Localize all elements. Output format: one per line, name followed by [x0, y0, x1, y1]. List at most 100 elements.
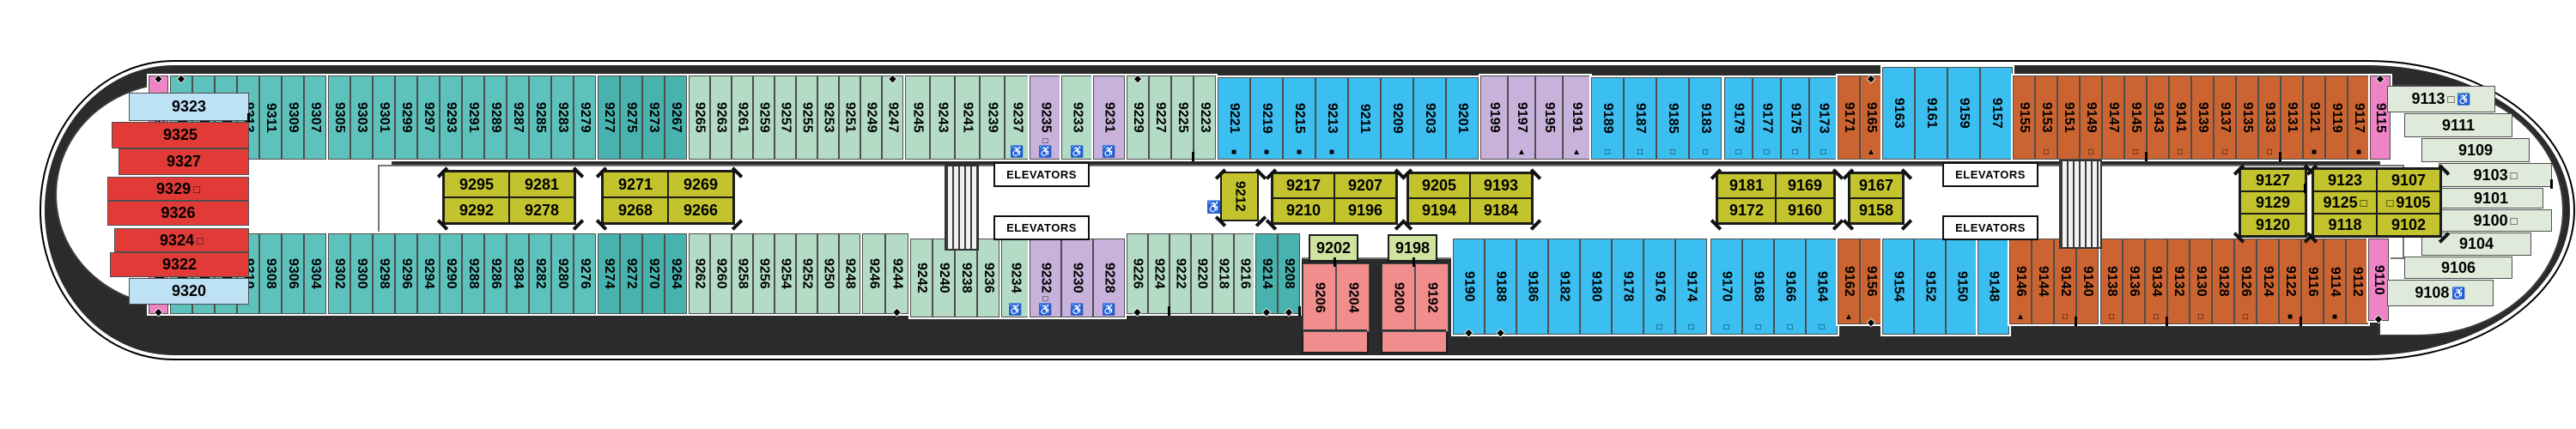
- wheelchair-icon: ♿: [1010, 145, 1024, 158]
- cabin-flags: □: [2055, 312, 2075, 322]
- cabin-9301: 9301: [373, 76, 395, 160]
- cabin-number: 9275: [624, 102, 639, 133]
- cabin-9285: 9285: [529, 76, 551, 160]
- cabin-9284: 9284: [507, 233, 529, 314]
- cabin-number: 9109: [2458, 141, 2494, 159]
- cabin-number: 9167: [1858, 177, 1894, 194]
- diamond-icon: ◆: [1867, 317, 1875, 328]
- cabin-9324: 9324□: [114, 228, 249, 252]
- cabin-9222: 9222: [1170, 233, 1191, 314]
- cabin-number: 9290: [444, 258, 459, 289]
- cabin-9141: 9141□: [2169, 76, 2191, 160]
- cabin-number: 9149: [2084, 102, 2099, 133]
- tick-icon: [1168, 306, 1170, 316]
- cabin-9303: 9303: [350, 76, 373, 160]
- tick-icon: [247, 113, 250, 123]
- cabin-number: 9107: [2391, 171, 2427, 189]
- cabin-number: 9216: [1237, 258, 1253, 289]
- cabin-9183: 9183 □: [1689, 77, 1722, 160]
- cabin-9114: 9114■: [2324, 239, 2346, 324]
- elevators-box: ELEVATORS: [993, 215, 1090, 240]
- cabin-number: 9218: [1216, 258, 1231, 289]
- cabin-number: 9262: [692, 258, 708, 289]
- cabin-flags: ♿: [1005, 146, 1029, 157]
- cabin-number: 9222: [1173, 258, 1188, 289]
- cabin-number: 9250: [821, 258, 836, 289]
- cabin-flags: □: [1690, 148, 1721, 157]
- cabin-9198: 9198: [1388, 234, 1437, 267]
- cabin-9147: 9147: [2102, 76, 2124, 160]
- cabin-9305: 9305: [328, 76, 350, 160]
- cabin-number: 9152: [1923, 271, 1938, 302]
- cabin-9277: 9277: [598, 76, 620, 160]
- cabin-number: 9143: [2151, 102, 2166, 133]
- cabin-9263: 9263: [710, 76, 732, 160]
- cabin-9184: 9184: [1470, 198, 1532, 223]
- cabin-9323: 9323: [129, 93, 250, 123]
- cabin-number: 9326: [161, 204, 196, 221]
- cabin-9258: 9258: [732, 233, 753, 314]
- cabin-flags: ♿: [1062, 146, 1092, 157]
- cabin-number: 9182: [1557, 271, 1572, 302]
- cabin-9168: 9168□: [1742, 239, 1774, 335]
- cabin-9242: 9242: [910, 239, 933, 317]
- cabin-9136: 9136: [2123, 239, 2145, 324]
- cabin-9282: 9282: [529, 233, 551, 314]
- cabin-9261: 9261: [732, 76, 753, 160]
- cabin-number: 9124: [2261, 266, 2275, 297]
- cabin-number: 9148: [1986, 271, 2002, 302]
- open-square-icon: □: [2108, 312, 2115, 322]
- cabin-9190: 9190◆: [1453, 239, 1485, 338]
- cabin-number: 9112: [2350, 266, 2365, 297]
- cabin-number: 9129: [2255, 193, 2291, 211]
- cabin-9235: 9235□♿: [1030, 76, 1061, 160]
- cabin-9154: 9154: [1882, 239, 1914, 335]
- cabin-9186: 9186: [1516, 239, 1548, 335]
- cabin-9308: 9308: [259, 233, 282, 314]
- cabin-number: 9208: [1282, 258, 1297, 289]
- cabin-9174: 9174□: [1675, 239, 1707, 335]
- cabin-9196: 9196: [1334, 198, 1396, 223]
- cabin-9220: 9220: [1191, 233, 1212, 314]
- cabin-flags: □: [2101, 312, 2122, 322]
- cabin-number: 9177: [1759, 103, 1775, 134]
- cabin-number: 9183: [1698, 103, 1713, 134]
- cabin-flags: □: [2170, 148, 2190, 157]
- cabin-9137: 9137□: [2214, 76, 2236, 160]
- cabin-9101: 9101: [2439, 188, 2543, 208]
- open-square-icon: □: [2242, 312, 2249, 322]
- open-square-icon: □: [2062, 312, 2069, 322]
- cabin-number: 9284: [511, 258, 526, 289]
- cabin-9161: 9161: [1915, 67, 1947, 160]
- cabin-9134: 9134□: [2145, 239, 2168, 326]
- cabin-number: 9228: [1102, 263, 1117, 293]
- cabin-9217: 9217: [1273, 173, 1334, 198]
- cabin-number: 9138: [2105, 266, 2119, 297]
- cabin-9249: 9249: [860, 76, 882, 160]
- cabin-number: 9196: [1347, 202, 1383, 219]
- cabin-9257: 9257: [775, 76, 796, 160]
- cabin-number: 9103: [2473, 166, 2508, 184]
- cabin-number: 9119: [2330, 102, 2344, 133]
- cabin-segment: 9170□9168□9166□9164□: [1709, 237, 1839, 336]
- open-square-icon: □: [1604, 148, 1611, 157]
- cabin-9167: 9167: [1850, 173, 1903, 198]
- wheelchair-icon: ♿: [1038, 303, 1053, 316]
- wheelchair-icon: ♿: [1070, 303, 1084, 316]
- cabin-9243: 9243: [930, 76, 955, 160]
- cabin-9221: 9221■: [1218, 77, 1250, 160]
- cabin-9197: 9197▲: [1508, 76, 1535, 160]
- cabin-9179: 9179□: [1724, 77, 1753, 160]
- cabin-number: 9111: [2441, 116, 2476, 134]
- balcony-rail: [1382, 329, 1446, 331]
- tick-icon: [1192, 152, 1194, 161]
- cabin-flags: □: [1676, 323, 1706, 332]
- cabin-number: 9217: [1285, 177, 1321, 194]
- open-square-icon: □: [1787, 323, 1793, 332]
- cabin-number: 9267: [669, 102, 683, 133]
- cabin-number: 9210: [1285, 202, 1321, 219]
- cabin-number: 9247: [885, 102, 901, 133]
- cabin-9151: 9151: [2057, 76, 2080, 160]
